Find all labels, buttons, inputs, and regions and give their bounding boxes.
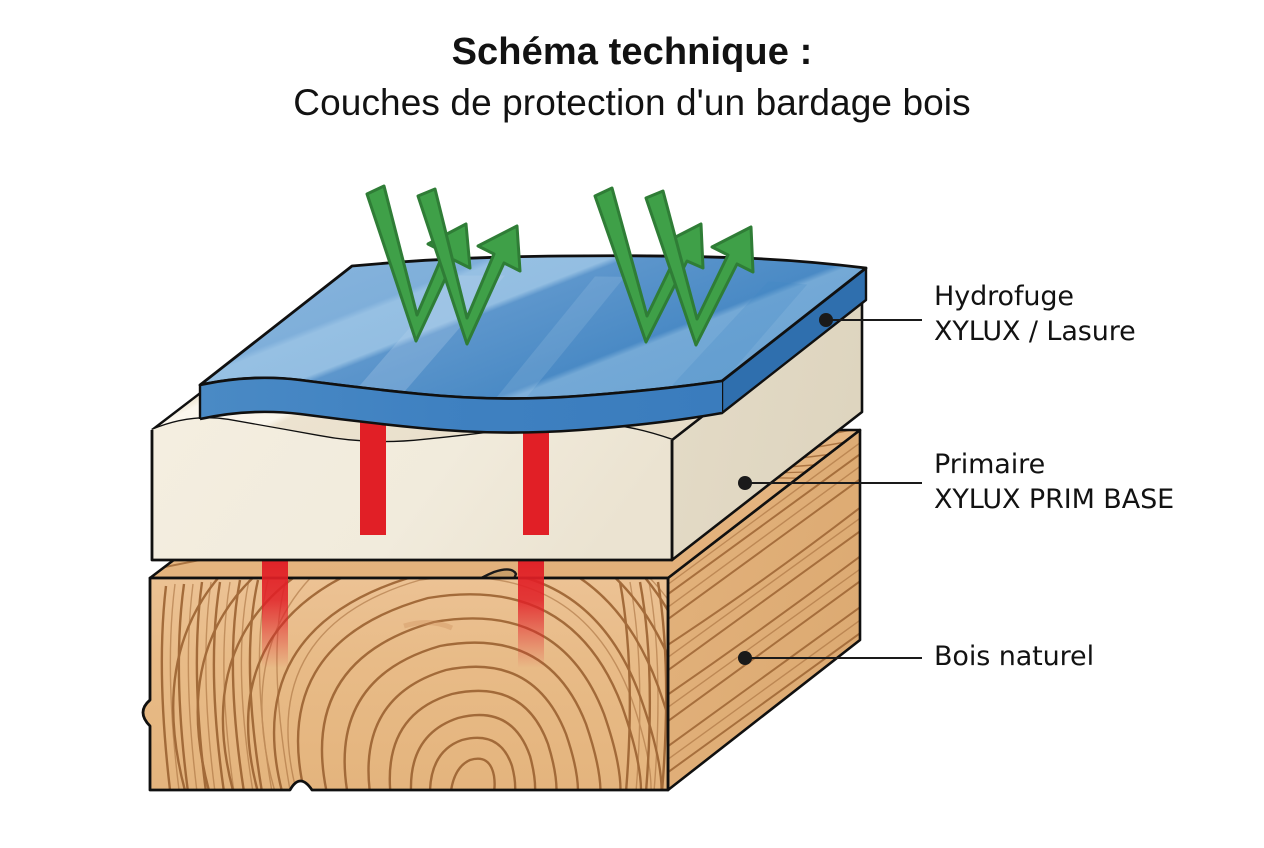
callout-primaire-line2: XYLUX PRIM BASE bbox=[934, 483, 1175, 515]
green-arrow-4 bbox=[644, 189, 755, 347]
layer-hydrofuge bbox=[198, 254, 868, 434]
callout-primaire-line1: Primaire bbox=[934, 449, 1046, 480]
callout-leaders bbox=[738, 313, 922, 665]
title-line-1: Schéma technique : bbox=[451, 31, 813, 73]
callout-bois-line1: Bois naturel bbox=[934, 641, 1094, 672]
title-line-2: Couches de protection d'un bardage bois bbox=[293, 81, 971, 123]
callout-hydrofuge-line2: XYLUX / Lasure bbox=[934, 315, 1136, 347]
hydrofuge-front-face bbox=[198, 376, 723, 434]
page-title: Schéma technique : Couches de protection… bbox=[0, 30, 1264, 124]
green-arrow-3 bbox=[593, 186, 705, 344]
callout-label-primaire: Primaire XYLUX PRIM BASE bbox=[934, 448, 1174, 517]
leader-hydrofuge bbox=[819, 313, 922, 327]
callout-hydrofuge-line1: Hydrofuge bbox=[934, 281, 1074, 312]
callout-label-bois: Bois naturel bbox=[934, 640, 1094, 675]
leader-bois bbox=[738, 651, 922, 665]
hydrofuge-top-face bbox=[198, 254, 868, 400]
leader-primaire bbox=[738, 476, 922, 490]
callout-label-hydrofuge: Hydrofuge XYLUX / Lasure bbox=[934, 280, 1136, 349]
green-water-repel-arrows bbox=[365, 184, 755, 347]
green-arrow-2 bbox=[416, 187, 522, 346]
